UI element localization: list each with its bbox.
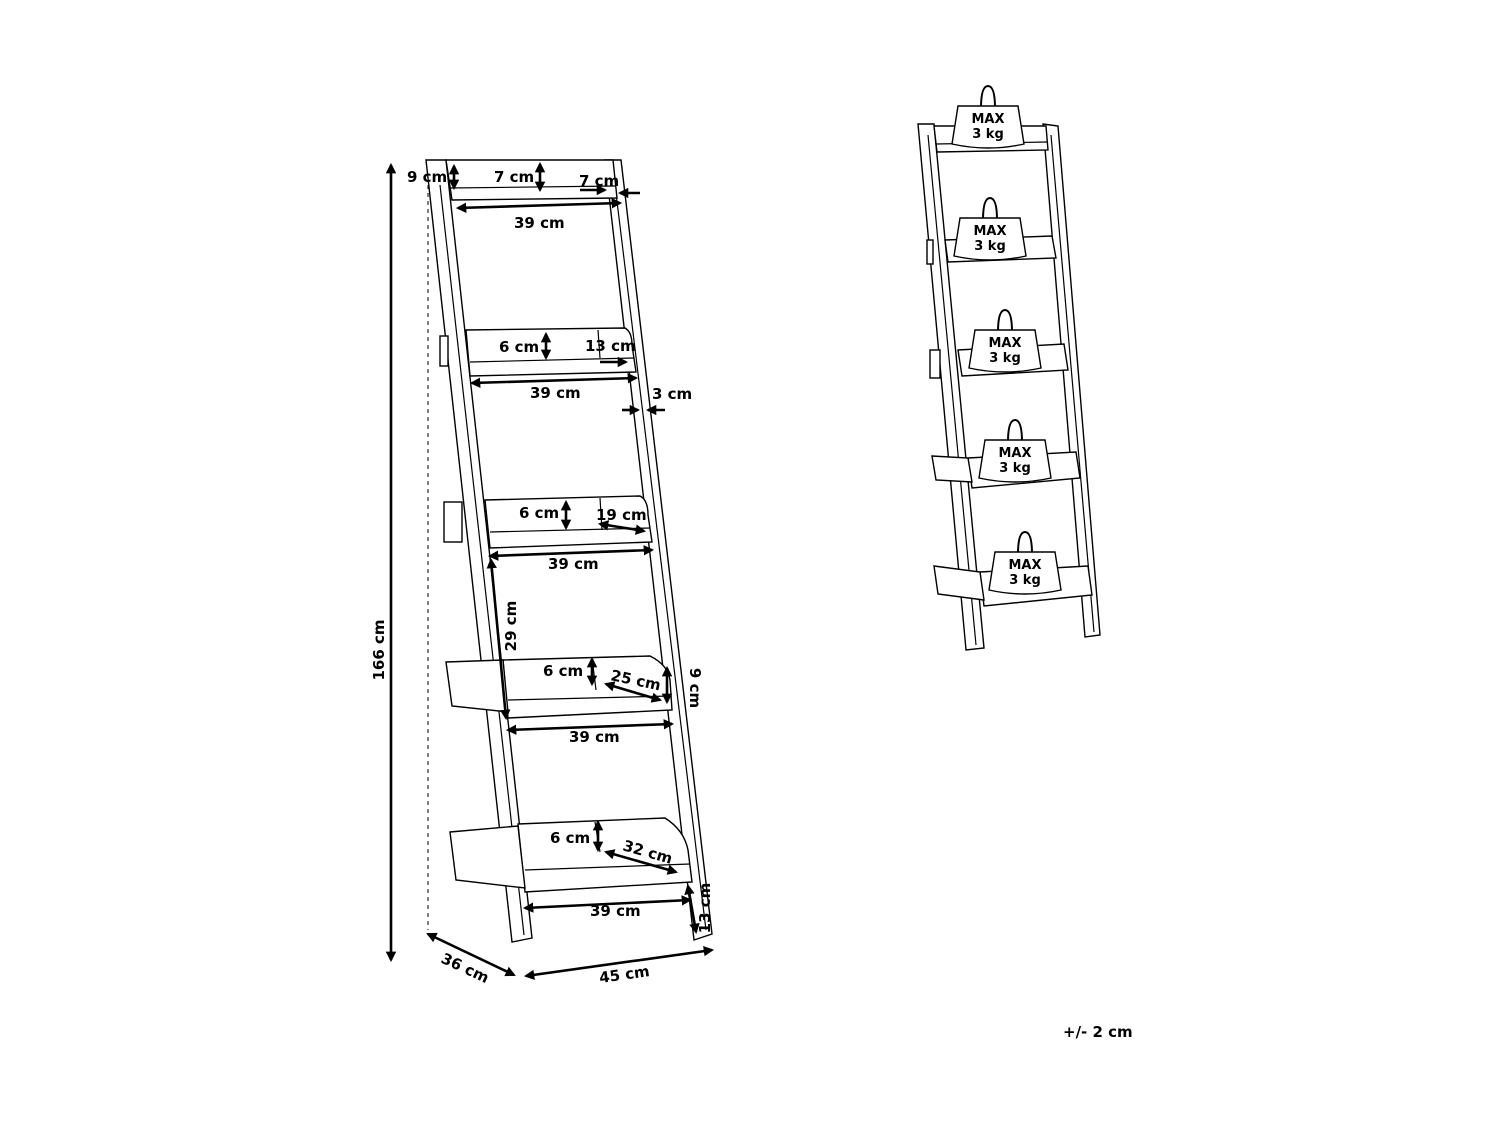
shelf3-rim-label: 6 cm [519,504,559,522]
top-side-label: 7 cm [579,172,619,190]
weight-value-label: 3 kg [989,351,1021,366]
top-height-label: 9 cm [407,168,447,186]
shelf2-rim-label: 6 cm [499,338,539,356]
weight-max-label: MAX [988,336,1021,351]
weight-max-label: MAX [971,112,1004,127]
shelf3-width-label: 39 cm [548,555,599,573]
weight-max-label: MAX [973,224,1006,239]
weight-value-label: 3 kg [972,127,1004,142]
shelf4-width-label: 39 cm [569,728,620,746]
weight-max-label: MAX [1008,558,1041,573]
left-rail [425,159,533,943]
weight-value-label: 3 kg [1009,573,1041,588]
rail-thickness-label: 3 cm [652,385,692,403]
top-board-label: 7 cm [494,168,534,186]
dimension-arrows [385,161,715,980]
ladder-drawing [425,159,713,943]
shelf5-width-label: 39 cm [590,902,641,920]
depth-label: 36 cm [438,949,491,987]
tolerance-label: +/- 2 cm [1063,1023,1133,1041]
shelf-spacing-label: 29 cm [502,601,520,652]
shelf2-depth-label: 13 cm [585,337,636,355]
foot-label: 13 cm [696,883,714,934]
weight-value-label: 3 kg [974,239,1006,254]
shelf3-depth-label: 19 cm [596,506,647,524]
dimension-labels: 166 cm 9 cm 7 cm 7 cm 39 cm 6 cm 13 cm 3… [370,168,714,987]
weight-max-label: MAX [998,446,1031,461]
shelf2-width-label: 39 cm [530,384,581,402]
top-width-label: 39 cm [514,214,565,232]
shelf4-box-label: 9 cm [686,668,704,708]
weight-value-label: 3 kg [999,461,1031,476]
height-label: 166 cm [370,619,388,680]
shelf4-rim-label: 6 cm [543,662,583,680]
shelf5-rim-label: 6 cm [550,829,590,847]
